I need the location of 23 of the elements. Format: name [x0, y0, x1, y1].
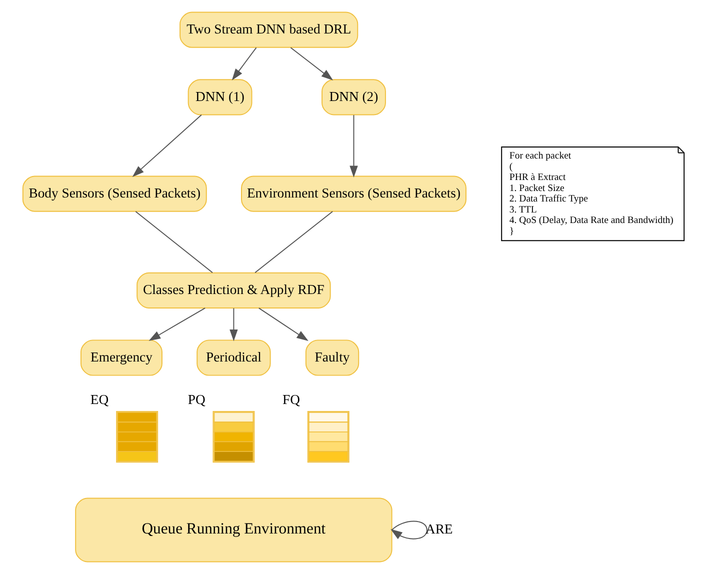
arrow: [148, 308, 206, 341]
arrow: [258, 308, 308, 341]
node-box: Emergency: [80, 340, 162, 376]
arrow: [231, 47, 256, 80]
node-box: Body Sensors (Sensed Packets): [22, 176, 206, 212]
node-box: Environment Sensors (Sensed Packets): [240, 176, 466, 212]
arrow: [390, 520, 427, 540]
connector: [134, 211, 212, 274]
node-box: Faulty: [304, 340, 359, 376]
node-box: Periodical: [196, 340, 270, 376]
node-box: Classes Prediction & Apply RDF: [136, 272, 330, 308]
arrow: [229, 308, 238, 342]
node-box: Queue Running Environment: [74, 498, 392, 562]
node-label: FQ: [282, 392, 300, 407]
node-label: PQ: [187, 392, 205, 407]
arrow: [349, 114, 358, 178]
arrow: [290, 47, 333, 80]
arrow: [132, 114, 202, 177]
connector: [254, 211, 333, 274]
node-box: Two Stream DNN based DRL: [179, 12, 358, 48]
node-box: DNN (2): [321, 79, 386, 116]
node-label: EQ: [90, 392, 108, 407]
node-box: DNN (1): [187, 79, 252, 116]
